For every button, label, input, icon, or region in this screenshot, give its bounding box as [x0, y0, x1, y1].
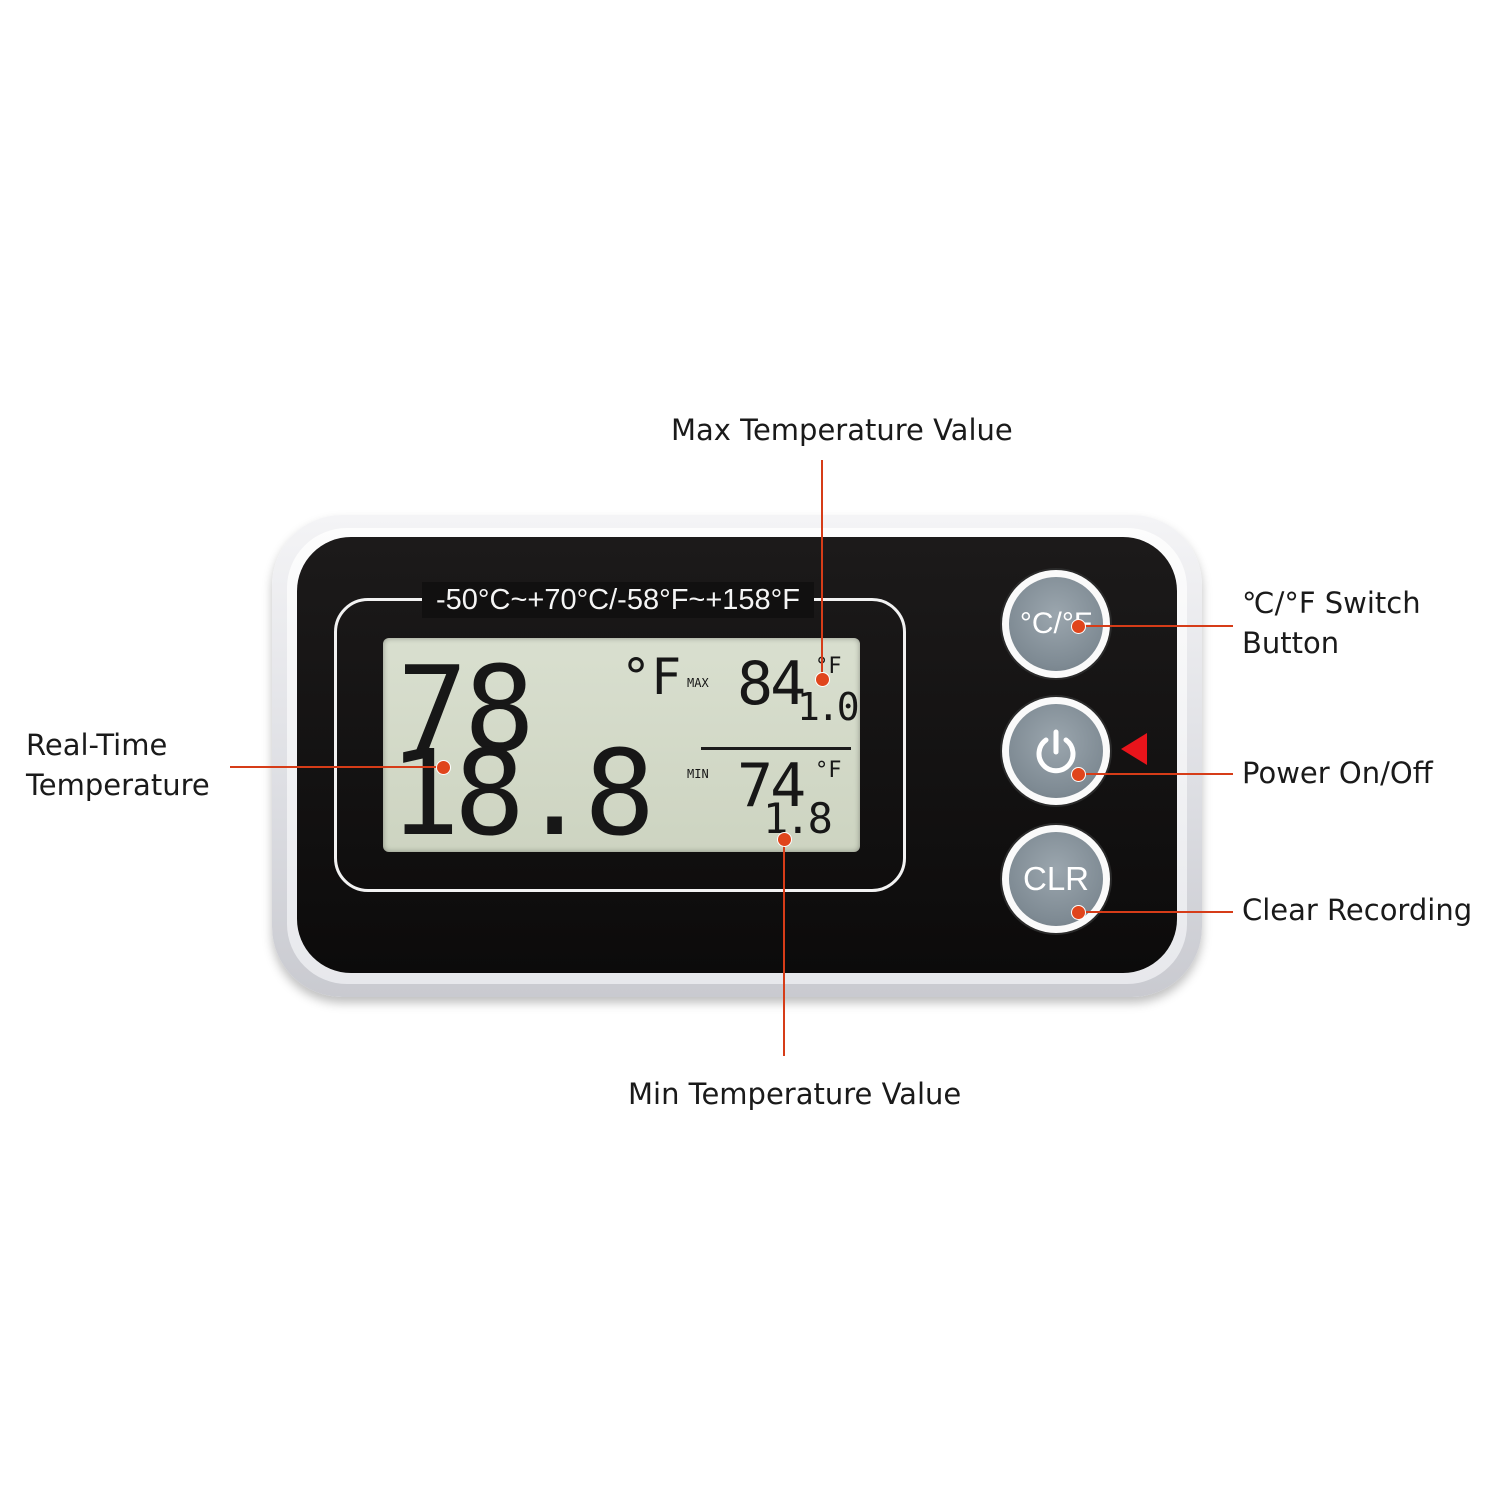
min-callout-dot — [777, 832, 792, 847]
max-reading-bottom: 1.0 — [797, 685, 860, 729]
switch-callout-line — [1078, 625, 1233, 627]
min-tag: MIN — [687, 767, 709, 781]
realtime-callout-line1: Real-Time — [26, 728, 168, 762]
max-tag: MAX — [687, 676, 709, 690]
clear-button-ring: CLR — [1002, 825, 1110, 933]
max-min-divider — [701, 747, 851, 750]
max-reading-top: 84 — [737, 649, 806, 719]
power-callout: Power On/Off — [1242, 756, 1433, 790]
clear-callout-dot — [1071, 905, 1086, 920]
min-callout-line — [783, 838, 785, 1056]
switch-callout-line1: ℃/°F Switch — [1242, 586, 1421, 620]
unit-switch-button[interactable]: °C/°F — [1009, 577, 1103, 671]
switch-callout-line2: Button — [1242, 626, 1340, 660]
power-icon — [1036, 729, 1076, 774]
main-reading-top: 78 — [397, 640, 535, 778]
power-button-ring — [1002, 697, 1110, 805]
triangle-left-icon — [1121, 733, 1147, 765]
range-label: -50°C~+70°C/-58°F~+158°F — [422, 582, 814, 618]
power-callout-line — [1078, 773, 1233, 775]
main-reading-bottom: 18.8 — [389, 724, 655, 852]
lcd-screen: 78 °F 18.8 MAX 84 °F 1.0 MIN 74 °F 1.8 — [383, 638, 860, 852]
max-callout-dot — [815, 672, 830, 687]
min-unit: °F — [815, 758, 842, 783]
switch-callout-dot — [1071, 619, 1086, 634]
min-temperature-callout: Min Temperature Value — [628, 1077, 962, 1111]
unit-switch-button-ring: °C/°F — [1002, 570, 1110, 678]
realtime-callout-line — [230, 766, 442, 768]
clear-button-label: CLR — [1022, 860, 1090, 897]
clear-button[interactable]: CLR — [1009, 832, 1103, 926]
clear-callout-line — [1078, 911, 1233, 913]
max-temperature-callout: Max Temperature Value — [671, 413, 1013, 447]
clear-callout: Clear Recording — [1242, 893, 1473, 927]
power-callout-dot — [1071, 767, 1086, 782]
max-callout-line — [821, 460, 823, 678]
realtime-callout-dot — [436, 760, 451, 775]
min-reading-top: 74 — [737, 751, 806, 821]
min-reading-bottom: 1.8 — [763, 794, 833, 843]
main-unit: °F — [621, 648, 682, 706]
power-button[interactable] — [1009, 704, 1103, 798]
realtime-callout-line2: Temperature — [26, 768, 210, 802]
